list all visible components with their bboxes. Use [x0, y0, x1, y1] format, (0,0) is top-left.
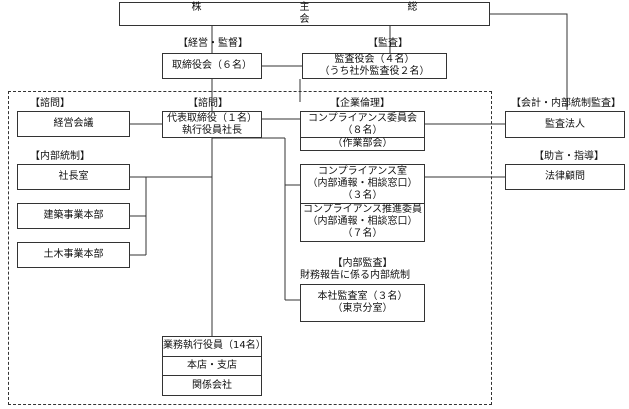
board-of-directors-box: 取締役会（６名） [162, 53, 262, 79]
internal-audit-label: 【内部監査】 [332, 258, 393, 269]
compliance-promoters-line-2: （内部通報・相談窓口） [307, 216, 418, 228]
shareholders-meeting-box: 株 主 総 会 [119, 2, 490, 26]
compliance-promoters-line-3: （７名） [342, 228, 383, 240]
construction-division-box: 建築事業本部 [17, 203, 130, 229]
executive-officers-divider-2 [163, 375, 261, 377]
internal-audit-office-box: 本社監査室（３名） （東京分室） [300, 284, 425, 322]
financial-reporting-label: 財務報告に係る内部統制 [300, 270, 410, 281]
accounting-audit-label: 【会計・内部統制監査】 [511, 98, 621, 109]
executive-officers-label: 業務執行役員（14名） [163, 340, 266, 352]
compliance-office-line-2: （内部通報・相談窓口） [307, 177, 418, 189]
audit-label: 【監査】 [368, 38, 408, 49]
compliance-committee-divider [301, 137, 424, 138]
representative-director-line-1: 代表取締役（１名） [167, 112, 257, 124]
management-council-box: 経営会議 [17, 111, 130, 137]
shareholders-meeting-label: 株 主 総 会 [191, 2, 516, 25]
head-office-branches-label: 本店・支店 [187, 360, 237, 371]
corporate-ethics-label: 【企業倫理】 [330, 98, 390, 109]
executive-officers-box: 業務執行役員（14名） 本店・支店 関係会社 [162, 336, 266, 396]
affiliates-label: 関係会社 [192, 379, 232, 391]
audit-board-line-1: 監査役会（４名） [334, 54, 415, 65]
compliance-committee-line-1: コンプライアンス委員会 [307, 112, 418, 124]
legal-advisor-box: 法律顧問 [505, 164, 625, 190]
audit-board-box: 監査役会（４名） （うち社外監査役２名） [302, 53, 447, 79]
construction-division-label: 建築事業本部 [43, 210, 104, 221]
internal-audit-office-line-2: （東京分室） [332, 303, 393, 314]
advisory-left-label: 【諮問】 [30, 98, 70, 109]
management-supervision-label: 【経営・監督】 [178, 38, 248, 49]
civil-division-label: 土木事業本部 [43, 249, 104, 260]
connector-shareholders-auditfirm [490, 13, 568, 110]
president-office-box: 社長室 [17, 164, 130, 190]
advisory-center-label: 【諮問】 [188, 98, 228, 109]
advice-guidance-label: 【助言・指導】 [534, 151, 604, 162]
compliance-office-line-1: コンプライアンス室 [317, 165, 408, 177]
internal-audit-office-line-1: 本社監査室（３名） [317, 291, 408, 302]
compliance-committee-line-2: （８名） [342, 124, 383, 136]
president-office-label: 社長室 [58, 171, 89, 182]
executive-officers-divider-1 [163, 355, 261, 357]
compliance-office-line-3: （３名） [342, 189, 383, 201]
audit-board-line-2: （うち社外監査役２名） [319, 66, 430, 77]
representative-director-line-2: 執行役員社長 [182, 124, 242, 136]
civil-division-box: 土木事業本部 [17, 242, 130, 268]
board-of-directors-label: 取締役会（６名） [172, 60, 252, 71]
management-council-label: 経営会議 [53, 118, 94, 129]
executive-scope-frame [8, 91, 492, 405]
compliance-committee-box: コンプライアンス委員会 （８名） （作業部会） [300, 111, 425, 151]
internal-control-label: 【内部統制】 [30, 151, 90, 162]
compliance-office-box: コンプライアンス室 （内部通報・相談窓口） （３名） コンプライアンス推進委員 … [300, 164, 425, 242]
compliance-promoters-line-1: コンプライアンス推進委員 [302, 204, 423, 216]
compliance-office-divider [301, 202, 424, 204]
representative-director-box: 代表取締役（１名） 執行役員社長 [162, 111, 262, 138]
working-group-label: （作業部会） [332, 138, 393, 149]
audit-firm-label: 監査法人 [545, 118, 585, 130]
audit-firm-box: 監査法人 [505, 111, 625, 138]
legal-advisor-label: 法律顧問 [545, 171, 585, 182]
